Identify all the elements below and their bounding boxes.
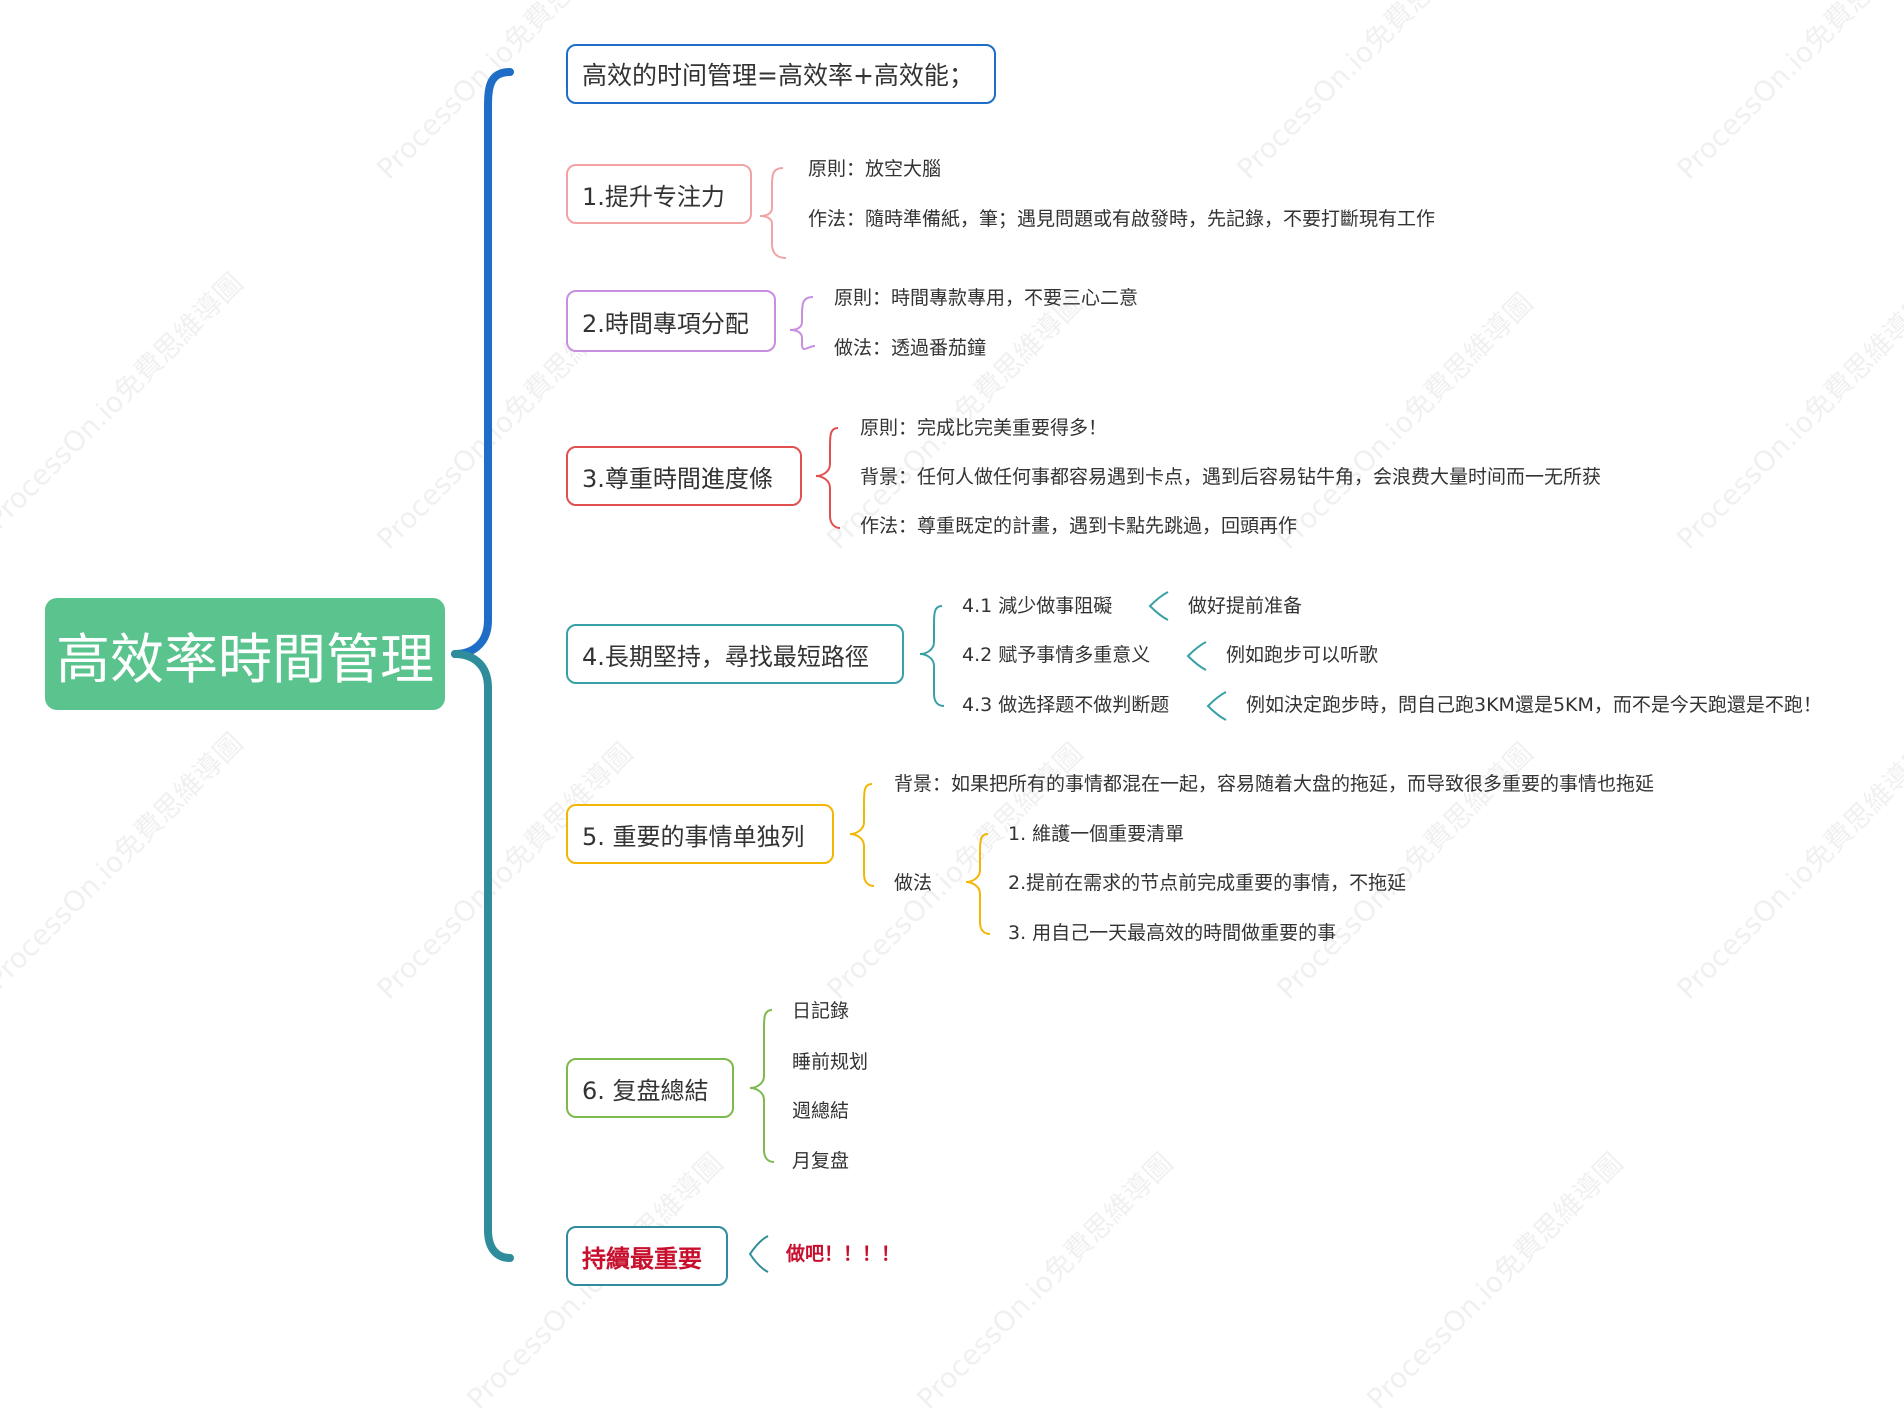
topic-progress-bar[interactable]: 3.尊重時間進度條 (566, 446, 802, 506)
topic-important-list[interactable]: 5. 重要的事情单独列 (566, 804, 834, 864)
progress-method: 作法：尊重既定的計畫，遇到卡點先跳過，回頭再作 (860, 515, 1298, 537)
review-weekly-summary: 週總結 (792, 1100, 850, 1122)
allocation-principle: 原則：時間專款專用，不要三心二意 (834, 287, 1139, 309)
topic-definition[interactable]: 高效的时间管理=高效率+高效能； (566, 44, 996, 104)
topic-time-allocation[interactable]: 2.時間專項分配 (566, 290, 776, 352)
important-list-step-3: 3. 用自己一天最高效的時間做重要的事 (1008, 922, 1337, 944)
topic-focus[interactable]: 1.提升专注力 (566, 164, 752, 224)
persistence-action: 做吧！！！！ (786, 1243, 901, 1265)
long-term-item-1: 4.1 減少做事阻礙 (962, 595, 1113, 617)
long-term-detail-2: 例如跑步可以听歌 (1226, 644, 1379, 666)
important-list-method: 做法 (894, 872, 933, 894)
connector-lines (451, 68, 1227, 1273)
long-term-detail-3: 例如決定跑步時，問自己跑3KM還是5KM，而不是今天跑還是不跑！ (1246, 694, 1822, 716)
long-term-detail-1: 做好提前准备 (1188, 595, 1303, 617)
progress-background: 背景：任何人做任何事都容易遇到卡点，遇到后容易钻牛角，会浪费大量时间而一无所获 (860, 466, 1602, 488)
progress-principle: 原則：完成比完美重要得多！ (860, 417, 1108, 439)
review-bedtime-plan: 睡前规划 (792, 1051, 869, 1073)
long-term-item-2: 4.2 赋予事情多重意义 (962, 644, 1151, 666)
long-term-item-3: 4.3 做选择题不做判断题 (962, 694, 1170, 716)
topic-persistence[interactable]: 持續最重要 (566, 1226, 728, 1286)
important-list-background: 背景：如果把所有的事情都混在一起，容易随着大盘的拖延，而导致很多重要的事情也拖延 (894, 773, 1655, 795)
important-list-step-1: 1. 維護一個重要清單 (1008, 823, 1185, 845)
topic-long-term[interactable]: 4.長期堅持，尋找最短路徑 (566, 624, 904, 684)
allocation-method: 做法：透過番茄鐘 (834, 337, 987, 359)
review-monthly-review: 月复盘 (792, 1150, 850, 1172)
review-daily-log: 日記錄 (792, 1000, 850, 1022)
focus-principle: 原則：放空大腦 (808, 158, 942, 180)
root-node[interactable]: 高效率時間管理 (45, 598, 445, 710)
focus-method: 作法：隨時準備紙，筆；遇見問題或有啟發時，先記錄，不要打斷現有工作 (808, 208, 1436, 230)
topic-review[interactable]: 6. 复盘總結 (566, 1058, 734, 1118)
important-list-step-2: 2.提前在需求的节点前完成重要的事情，不拖延 (1008, 872, 1407, 894)
